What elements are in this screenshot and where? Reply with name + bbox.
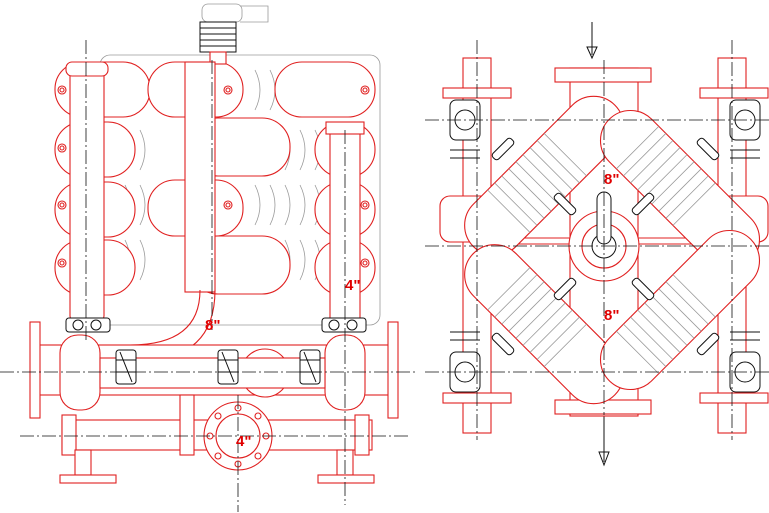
filter-arm-lower-left xyxy=(464,244,625,405)
flow-out-arrow xyxy=(598,415,610,467)
front-riser-label: 4" xyxy=(345,277,360,294)
front-centerlines xyxy=(0,40,418,512)
flow-in-arrow xyxy=(586,22,598,60)
center-riser xyxy=(184,61,216,293)
main-header xyxy=(29,321,399,419)
plan-centerlines xyxy=(425,40,769,440)
left-riser xyxy=(65,61,109,321)
front-elevation-view: 8" 4" 4" xyxy=(0,3,418,512)
hub-clamps xyxy=(491,137,720,356)
filter-arm-lower-right xyxy=(599,229,761,391)
plan-top-label: 8" xyxy=(604,171,619,188)
front-outlet-label: 4" xyxy=(236,433,251,450)
filter-arm-upper-left xyxy=(464,95,625,256)
plan-bottom-label: 8" xyxy=(604,307,619,324)
riser-couplings xyxy=(65,317,367,333)
plan-view: 8" 8" xyxy=(425,22,769,467)
support-legs xyxy=(59,449,375,484)
top-inlet-fitting xyxy=(199,3,269,65)
front-main-pipe-label: 8" xyxy=(205,317,220,334)
